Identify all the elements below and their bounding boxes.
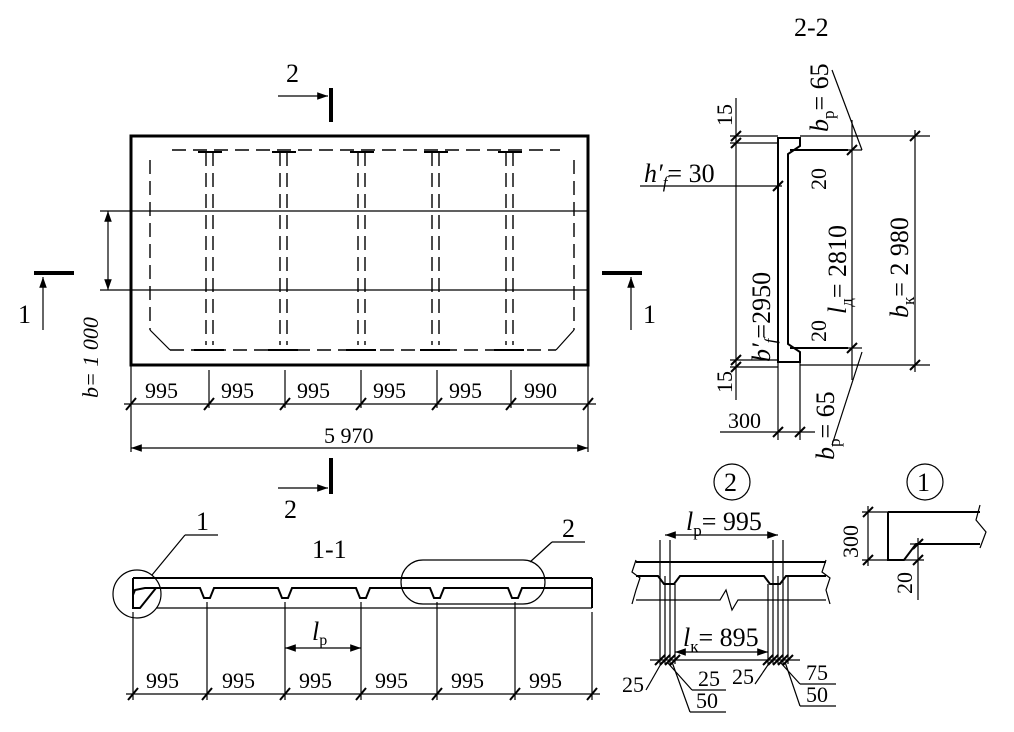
- section-2-2-title: 2-2: [794, 13, 829, 42]
- br-bottom-label: bр= 65: [811, 391, 844, 460]
- top-20-label: 20: [806, 168, 831, 190]
- rib-spacing-label: lр: [312, 617, 327, 649]
- plan-view: b= 1 000 995 995 995 995 995 990 5 970: [78, 134, 596, 452]
- bk-label: bк= 2 980: [885, 217, 918, 318]
- detail-2-mark-circle: [713, 463, 751, 501]
- plan-corner: [555, 329, 575, 351]
- detail-1: 1 300 20: [838, 463, 987, 600]
- detail-2-leader: [779, 661, 801, 685]
- detail-2-callout-oval: [400, 559, 546, 605]
- plan-segment-label: 995: [221, 378, 254, 403]
- detail-1-tick: [862, 554, 874, 566]
- br-top-leader: [831, 69, 863, 151]
- plan-total-label: 5 970: [324, 423, 374, 448]
- detail-2-leader: [529, 541, 553, 563]
- section-1-right-label: 1: [643, 300, 656, 329]
- plan-segment-label: 995: [145, 378, 178, 403]
- section-2-2-ticks: [730, 130, 921, 438]
- section-1-1-dim-ticks: [127, 687, 598, 701]
- section-1-left-label: 1: [18, 300, 31, 329]
- ld-label: lд= 2810: [823, 225, 856, 314]
- detail-2-break-mid: [690, 588, 770, 612]
- transverse-rib: [194, 151, 224, 351]
- d50b-label: 50: [806, 682, 828, 707]
- detail-1-callout-circle: [112, 569, 162, 619]
- section-1-1-segment-label: 995: [529, 668, 562, 693]
- plan-segment-label: 995: [449, 378, 482, 403]
- bottom-15-label: 15: [712, 371, 737, 393]
- detail-1-callout-label: 1: [196, 507, 209, 536]
- section-2-2: 2-2: [640, 13, 930, 460]
- section-1-1: 1-1 1 2 lр: [112, 507, 600, 701]
- d75-label: 75: [806, 660, 828, 685]
- detail-2-break-right: [821, 559, 831, 605]
- plan-segment-label: 990: [524, 378, 557, 403]
- detail-2-mark: 2: [724, 468, 737, 497]
- section-1-1-segment-label: 995: [146, 668, 179, 693]
- detail-1-tick: [912, 538, 924, 550]
- detail-1-tick: [912, 554, 924, 566]
- detail-1-mark-circle: [906, 463, 944, 501]
- plan-dim-ticks: [125, 397, 594, 411]
- section-markers: 2 2 1 1: [18, 59, 656, 524]
- section-1-1-end-rib: [132, 578, 157, 609]
- br-top-label: bр= 65: [805, 63, 838, 132]
- section-2-top-label: 2: [286, 59, 299, 88]
- plan-segment-label: 995: [297, 378, 330, 403]
- section-1-1-extensions: [132, 602, 593, 700]
- detail-2-break-left: [631, 559, 641, 605]
- d25a-label: 25: [622, 672, 644, 697]
- detail-2-leader: [671, 661, 691, 713]
- detail-1-break: [975, 504, 987, 549]
- detail-2-leader: [754, 661, 771, 685]
- transverse-rib: [268, 151, 298, 351]
- h300-label: 300: [838, 525, 863, 558]
- detail-1-profile: [887, 511, 980, 561]
- hf-label: h′f= 30: [644, 159, 715, 192]
- detail-2: 2 lр= 995 lк= 895: [622, 463, 836, 713]
- d20-label: 20: [892, 572, 917, 594]
- detail-2-dim-ticks: [654, 654, 794, 666]
- lp-label: lр= 995: [686, 507, 762, 540]
- section-2-bottom-label: 2: [284, 495, 297, 524]
- section-1-1-segment-label: 995: [375, 668, 408, 693]
- bottom-20-label: 20: [806, 320, 831, 342]
- lk-label: lк= 895: [683, 623, 759, 656]
- detail-2-callout-label: 2: [562, 514, 575, 543]
- plan-dim-extensions: [130, 365, 589, 452]
- transverse-ribs: [194, 151, 524, 351]
- transverse-rib: [420, 151, 450, 351]
- d50a-label: 50: [696, 688, 718, 713]
- section-1-1-segment-label: 995: [451, 668, 484, 693]
- detail-2-leader: [784, 661, 801, 707]
- br-bottom-leader: [831, 351, 863, 446]
- transverse-rib: [494, 151, 524, 351]
- plan-outline: [129, 134, 590, 367]
- section-2-2-extensions: [720, 98, 930, 440]
- transverse-rib: [346, 151, 376, 351]
- plan-segment-label: 995: [373, 378, 406, 403]
- detail-1-tick: [862, 506, 874, 518]
- section-1-1-profile: [132, 577, 592, 599]
- plan-width-label: b= 1 000: [78, 317, 103, 398]
- section-2-2-profile: [777, 137, 801, 363]
- plan-corner: [149, 329, 171, 351]
- bf-label: b′f=2950: [747, 272, 780, 362]
- d25b-label: 25: [698, 666, 720, 691]
- d25c-label: 25: [732, 664, 754, 689]
- section-1-1-segment-label: 995: [222, 668, 255, 693]
- detail-1-leader: [151, 534, 186, 576]
- detail-2-leader: [666, 661, 693, 691]
- detail-2-leader: [645, 661, 663, 691]
- section-1-1-segment-label: 995: [299, 668, 332, 693]
- width-300-label: 300: [728, 408, 761, 433]
- section-1-1-title: 1-1: [312, 535, 347, 564]
- detail-1-mark: 1: [917, 468, 930, 497]
- top-15-label: 15: [712, 104, 737, 126]
